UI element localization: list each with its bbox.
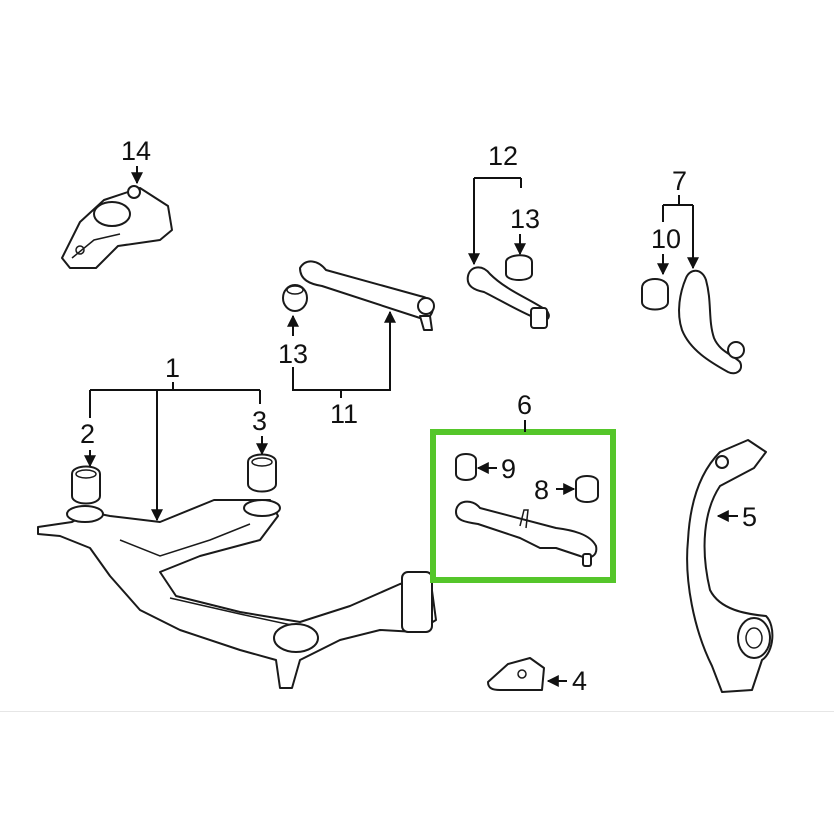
svg-text:7: 7 xyxy=(672,166,687,196)
callout-14: 14 xyxy=(121,136,151,185)
part-2-bushing xyxy=(71,465,101,505)
part-6-lower-arm-group xyxy=(430,429,616,583)
callout-11-13: 13 11 xyxy=(278,310,396,429)
part-3-bushing xyxy=(247,453,277,493)
part-4-bracket xyxy=(487,657,545,691)
svg-text:3: 3 xyxy=(252,406,267,436)
callout-4: 4 xyxy=(546,666,587,696)
svg-text:5: 5 xyxy=(742,502,757,532)
divider xyxy=(0,711,834,712)
svg-text:4: 4 xyxy=(572,666,587,696)
part-11-upper-link xyxy=(299,260,435,331)
svg-text:13: 13 xyxy=(510,204,540,234)
svg-text:2: 2 xyxy=(80,419,95,449)
svg-text:14: 14 xyxy=(121,136,151,166)
callout-7-10: 7 10 xyxy=(651,166,699,276)
callout-5: 5 xyxy=(716,502,757,532)
svg-text:11: 11 xyxy=(330,399,358,429)
part-10-bushing xyxy=(641,278,669,311)
callout-1-2-3: 1 2 3 xyxy=(80,353,268,522)
svg-text:13: 13 xyxy=(278,339,308,369)
svg-text:10: 10 xyxy=(651,224,681,254)
svg-text:1: 1 xyxy=(165,353,180,383)
part-5-knuckle xyxy=(686,439,774,693)
callout-6-8-9: 6 9 8 xyxy=(476,390,576,505)
part-13-bushing-left xyxy=(282,284,308,312)
part-13-bushing-right xyxy=(505,254,533,281)
svg-text:8: 8 xyxy=(534,475,549,505)
part-7-control-arm xyxy=(678,269,745,375)
svg-text:6: 6 xyxy=(517,390,532,420)
svg-text:12: 12 xyxy=(488,141,518,171)
part-12-link xyxy=(466,266,550,329)
part-1-subframe xyxy=(37,499,437,689)
callout-12-13: 12 13 xyxy=(468,141,540,266)
part-14-strut-mount xyxy=(61,185,173,269)
svg-text:9: 9 xyxy=(501,454,516,484)
